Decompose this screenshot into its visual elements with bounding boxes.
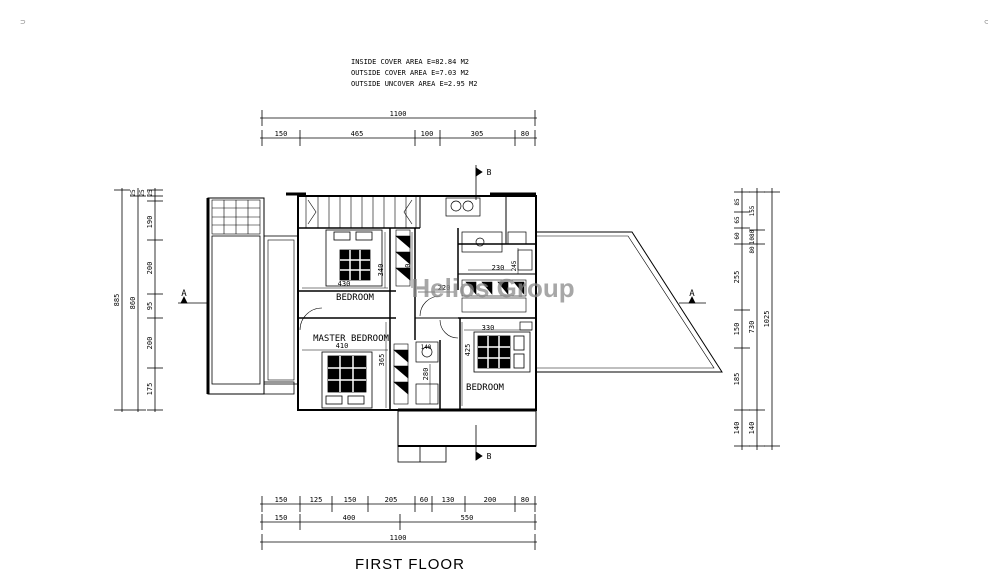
corner-mark-left: ⊃ [20, 18, 26, 26]
dim-bath-height: 245 [511, 260, 518, 271]
bottom-dim-part: 200 [484, 496, 497, 504]
room-label-master-bedroom: MASTER BEDROOM [313, 334, 389, 344]
bottom-dim-total: 1100 [390, 534, 407, 542]
bottom-dim-part: 400 [343, 514, 356, 522]
wardrobe-top [395, 229, 411, 287]
bottom-dim-part: 130 [442, 496, 455, 504]
dim-bedroom-width: 430 [338, 280, 351, 288]
right-dim-part2: 140 [748, 422, 756, 435]
right-dim-part: 65 [734, 216, 741, 224]
bed-right-bedroom [473, 331, 531, 373]
dim-hall-width: 220 [438, 284, 451, 292]
building-walls [286, 192, 537, 463]
top-dim-part: 80 [521, 130, 529, 138]
right-dim-part2: 80 [749, 246, 756, 254]
right-dim-part: 140 [733, 422, 741, 435]
right-dim-part: 60 [734, 232, 741, 240]
right-dim-part: 185 [733, 373, 741, 386]
left-dim-part: 190 [146, 216, 154, 229]
right-dimension-lines [734, 188, 780, 450]
area-note-outside-uncover: OUTSIDE UNCOVER AREA E=2.95 M2 [351, 80, 478, 88]
section-line-b [475, 165, 483, 461]
top-dim-part: 150 [275, 130, 288, 138]
top-dimension-lines [260, 110, 537, 146]
right-dim-part: 150 [733, 323, 741, 336]
left-dim-small: 25 [139, 189, 146, 197]
left-dimension-lines [114, 188, 163, 412]
section-mark-b-bottom: B [487, 452, 492, 461]
section-mark-a-left: A [181, 289, 187, 299]
left-terrace [206, 197, 299, 395]
left-dim-part: 175 [146, 383, 154, 396]
interior-dimension-lines [302, 232, 532, 408]
left-dim-part: 200 [146, 337, 154, 350]
area-note-outside-cover: OUTSIDE COVER AREA E=7.03 M2 [351, 69, 470, 77]
right-dim-part2: 730 [748, 321, 756, 334]
drawing-title: FIRST FLOOR [355, 556, 465, 573]
dim-wc-height: 280 [422, 368, 430, 381]
dim-bath-width: 230 [492, 264, 505, 272]
bathroom-fixtures [415, 197, 533, 405]
bottom-dim-part: 205 [385, 496, 398, 504]
staircase [305, 195, 417, 229]
corner-mark-right: ⊂ [984, 18, 988, 26]
right-terrace [535, 231, 723, 373]
bed-top-bedroom [325, 229, 383, 287]
section-line-a [178, 296, 706, 304]
dim-bedroom2-height: 425 [464, 344, 472, 357]
left-dim-part: 95 [146, 302, 154, 310]
bottom-dim-part: 150 [275, 496, 288, 504]
bottom-dim-part: 150 [275, 514, 288, 522]
bottom-dimension-lines [260, 496, 537, 550]
dim-bedroom2-width: 330 [482, 324, 495, 332]
bottom-dim-part: 125 [310, 496, 323, 504]
bottom-dim-part: 550 [461, 514, 474, 522]
top-dim-part: 100 [421, 130, 434, 138]
right-dim-part: 255 [733, 271, 741, 284]
terrace-tiles [211, 199, 261, 235]
dim-master-width: 410 [336, 342, 349, 350]
left-dim-middle: 860 [129, 297, 137, 310]
right-dim-total: 1025 [763, 311, 771, 328]
right-dim-part2: 1080 [749, 229, 756, 244]
top-dim-total: 1100 [390, 110, 407, 118]
section-mark-a-right: A [689, 289, 695, 299]
section-mark-b-top: B [487, 168, 492, 177]
top-dim-part: 465 [351, 130, 364, 138]
right-dim-part: 85 [734, 198, 741, 206]
left-dim-outer: 885 [113, 294, 121, 307]
left-dim-small: 25 [130, 189, 137, 197]
left-dim-small: 25 [147, 189, 154, 197]
area-note-inside: INSIDE COVER AREA E=82.84 M2 [351, 58, 470, 66]
bottom-dim-part: 150 [344, 496, 357, 504]
watermark: Helios Group [411, 273, 574, 303]
bottom-dim-part: 60 [420, 496, 428, 504]
dim-bedroom-height: 340 [377, 264, 385, 277]
dim-stair-height: 350 [404, 264, 412, 277]
left-dim-part: 200 [146, 262, 154, 275]
bed-master-bedroom [321, 351, 373, 409]
right-dim-part2: 155 [749, 205, 756, 216]
top-dim-part: 305 [471, 130, 484, 138]
wardrobe-master [393, 343, 409, 405]
room-label-bedroom: BEDROOM [336, 293, 375, 303]
dim-master-height: 365 [378, 354, 386, 367]
wardrobe-middle [461, 279, 527, 313]
room-label-bedroom-2: BEDROOM [466, 383, 505, 393]
bottom-dim-part: 80 [521, 496, 529, 504]
dim-wc-width: 140 [421, 344, 432, 351]
